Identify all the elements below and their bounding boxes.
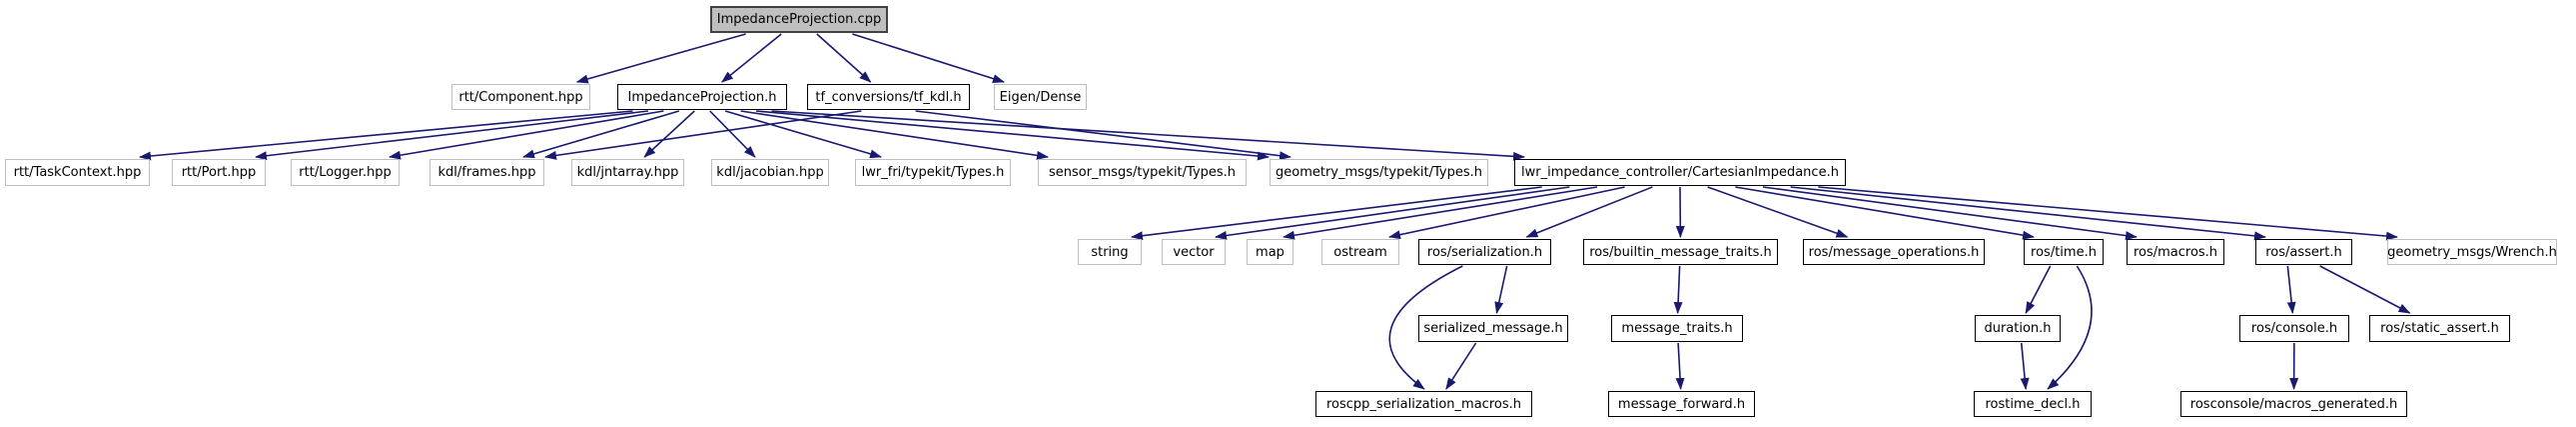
- graph-node-logger: rtt/Logger.hpp: [291, 159, 400, 186]
- edge-timeh-to-duration: [2025, 265, 2052, 314]
- edge-cartesian-to-vectorh: [1215, 186, 1570, 240]
- edge-builtin-to-msgtraits: [1673, 265, 1683, 314]
- edge-cpp-to-iph: [721, 33, 782, 83]
- edge-iph-to-jntarray: [643, 110, 695, 158]
- edge-iph-to-taskcontext: [139, 110, 633, 161]
- graph-node-asserth[interactable]: ros/assert.h: [2255, 239, 2352, 265]
- graph-node-taskcontext: rtt/TaskContext.hpp: [5, 159, 150, 186]
- edge-iph-to-port: [255, 110, 649, 161]
- graph-node-builtin[interactable]: ros/builtin_message_traits.h: [1583, 239, 1778, 265]
- edge-cartesian-to-ostreamh: [1388, 186, 1625, 240]
- graph-node-console[interactable]: ros/console.h: [2239, 315, 2349, 342]
- graph-node-rosconsolemacros[interactable]: rosconsole/macros_generated.h: [2180, 391, 2407, 417]
- edge-cartesian-to-macrosh: [1762, 186, 2138, 241]
- graph-node-sensormsgs: sensor_msgs/typekit/Types.h: [1038, 159, 1247, 186]
- graph-node-lwrfri: lwr_fri/typekit/Types.h: [855, 159, 1011, 186]
- edge-iph-to-frames: [522, 110, 680, 159]
- graph-node-macrosh[interactable]: ros/macros.h: [2127, 239, 2224, 265]
- edge-serializedmsg-to-roscppmacros: [1445, 342, 1477, 390]
- graph-node-geomtypekit: geometry_msgs/typekit/Types.h: [1270, 159, 1488, 186]
- graph-node-ostreamh: ostream: [1321, 239, 1399, 265]
- graph-node-jacobian: kdl/jacobian.hpp: [711, 159, 829, 186]
- edge-asserth-to-staticassert: [2319, 265, 2411, 314]
- graph-node-iph[interactable]: ImpedanceProjection.h: [617, 84, 787, 110]
- edge-msgtraits-to-msgforward: [1675, 342, 1685, 390]
- graph-node-cpp: ImpedanceProjection.cpp: [710, 6, 888, 33]
- edge-duration-to-rostimedecl: [2020, 342, 2030, 390]
- graph-node-tfkdl[interactable]: tf_conversions/tf_kdl.h: [807, 84, 970, 110]
- graph-node-serializedmsg[interactable]: serialized_message.h: [1418, 315, 1568, 342]
- edge-cartesian-to-timeh: [1735, 186, 2035, 240]
- edge-cartesian-to-serialization: [1525, 186, 1653, 238]
- edge-serialization-to-serializedmsg: [1494, 265, 1508, 314]
- graph-node-msgops[interactable]: ros/message_operations.h: [1803, 239, 1985, 265]
- edge-timeh-to-rostimedecl: [2047, 265, 2093, 390]
- graph-node-stringh: string: [1078, 239, 1142, 265]
- graph-node-port: rtt/Port.hpp: [172, 159, 266, 186]
- edge-iph-to-logger: [389, 110, 664, 160]
- graph-node-msgforward[interactable]: message_forward.h: [1608, 391, 1755, 417]
- graph-node-frames: kdl/frames.hpp: [429, 159, 544, 186]
- graph-node-wrench: geometry_msgs/Wrench.h: [2387, 239, 2557, 265]
- edge-iph-to-geomtypekit: [756, 110, 1270, 161]
- edge-cartesian-to-maph: [1283, 186, 1598, 240]
- graph-node-duration[interactable]: duration.h: [1975, 315, 2061, 342]
- edge-iph-to-cartesian: [771, 110, 1525, 161]
- graph-node-roscppmacros[interactable]: roscpp_serialization_macros.h: [1315, 391, 1532, 417]
- edge-cpp-to-tfkdl: [816, 33, 872, 83]
- graph-node-cartesian[interactable]: lwr_impedance_controller/CartesianImpeda…: [1514, 159, 1846, 186]
- graph-node-jntarray: kdl/jntarray.hpp: [571, 159, 684, 186]
- edge-serialization-to-roscppmacros: [1388, 265, 1463, 390]
- graph-node-maph: map: [1247, 239, 1293, 265]
- edge-iph-to-lwrfri: [724, 110, 883, 159]
- graph-node-serialization[interactable]: ros/serialization.h: [1418, 239, 1551, 265]
- edge-cartesian-to-msgops: [1707, 186, 1849, 238]
- edge-cartesian-to-asserth: [1790, 186, 2266, 241]
- graph-node-vectorh: vector: [1162, 239, 1226, 265]
- graph-node-staticassert[interactable]: ros/static_assert.h: [2369, 315, 2510, 342]
- graph-node-rostimedecl[interactable]: rostime_decl.h: [1974, 391, 2092, 417]
- edge-tfkdl-to-geomtypekit: [915, 110, 1291, 161]
- edge-tfkdl-to-frames: [544, 110, 862, 160]
- graph-node-component: rtt/Component.hpp: [451, 84, 590, 110]
- edge-iph-to-sensormsgs: [740, 110, 1049, 160]
- graph-node-timeh[interactable]: ros/time.h: [2024, 239, 2104, 265]
- edge-asserth-to-console: [2286, 265, 2296, 314]
- graph-node-eigen: Eigen/Dense: [994, 84, 1087, 110]
- edge-cartesian-to-stringh: [1131, 186, 1542, 241]
- edge-cartesian-to-wrench: [1818, 186, 2398, 241]
- graph-node-msgtraits[interactable]: message_traits.h: [1611, 315, 1743, 342]
- edge-cpp-to-component: [575, 33, 746, 84]
- edge-iph-to-jacobian: [709, 110, 756, 158]
- edge-cpp-to-eigen: [852, 33, 1005, 83]
